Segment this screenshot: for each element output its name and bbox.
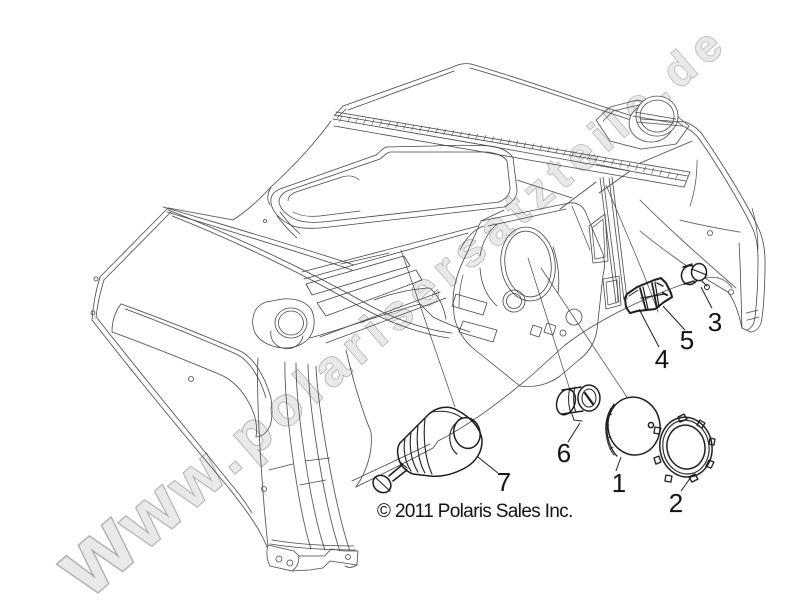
svg-text:5: 5 — [680, 325, 694, 355]
svg-text:1: 1 — [612, 468, 626, 498]
svg-text:7: 7 — [497, 467, 511, 497]
svg-text:6: 6 — [557, 438, 571, 468]
svg-text:3: 3 — [708, 307, 722, 337]
svg-text:4: 4 — [655, 344, 669, 374]
svg-text:2: 2 — [669, 488, 683, 518]
svg-text:© 2011 Polaris Sales Inc.: © 2011 Polaris Sales Inc. — [377, 501, 573, 522]
